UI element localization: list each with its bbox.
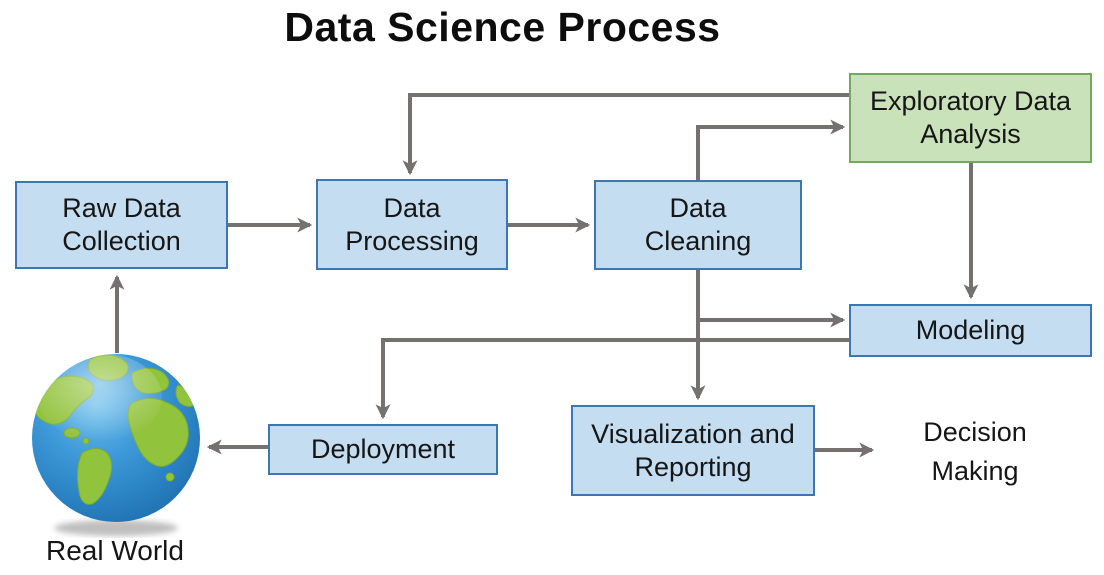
node-label: Modeling [915,315,1026,346]
node-label: Data Cleaning [644,193,752,256]
node-data-processing: Data Processing [316,179,508,270]
node-decision-making: Decision Making [923,417,1027,487]
globe-shadow [54,520,178,536]
node-label: Exploratory Data Analysis [869,86,1072,149]
node-modeling: Modeling [849,304,1092,357]
node-visualization-and-reporting: Visualization and Reporting [571,405,815,496]
node-raw-data-collection: Raw Data Collection [15,181,228,269]
node-deployment: Deployment [268,424,498,475]
node-data-cleaning: Data Cleaning [594,180,802,270]
real-world-label: Real World [46,535,184,566]
node-exploratory-data-analysis: Exploratory Data Analysis [849,73,1092,163]
node-label: Deployment [310,434,456,465]
node-label: Data Processing [345,192,479,256]
arrow-data-cleaning-to-exploratory-data-analysis [696,119,846,181]
earth-globe-icon [32,354,200,536]
diagram-title: Data Science Process [284,4,721,50]
node-label: Raw Data Collection [62,193,181,256]
arrow-modeling-to-deployment [375,338,849,420]
node-label: Visualization and Reporting [591,418,795,482]
arrow-data-cleaning-to-modeling [696,270,846,328]
globe-highlight [38,354,162,441]
arrow-exploratory-data-analysis-to-data-processing [402,93,849,176]
